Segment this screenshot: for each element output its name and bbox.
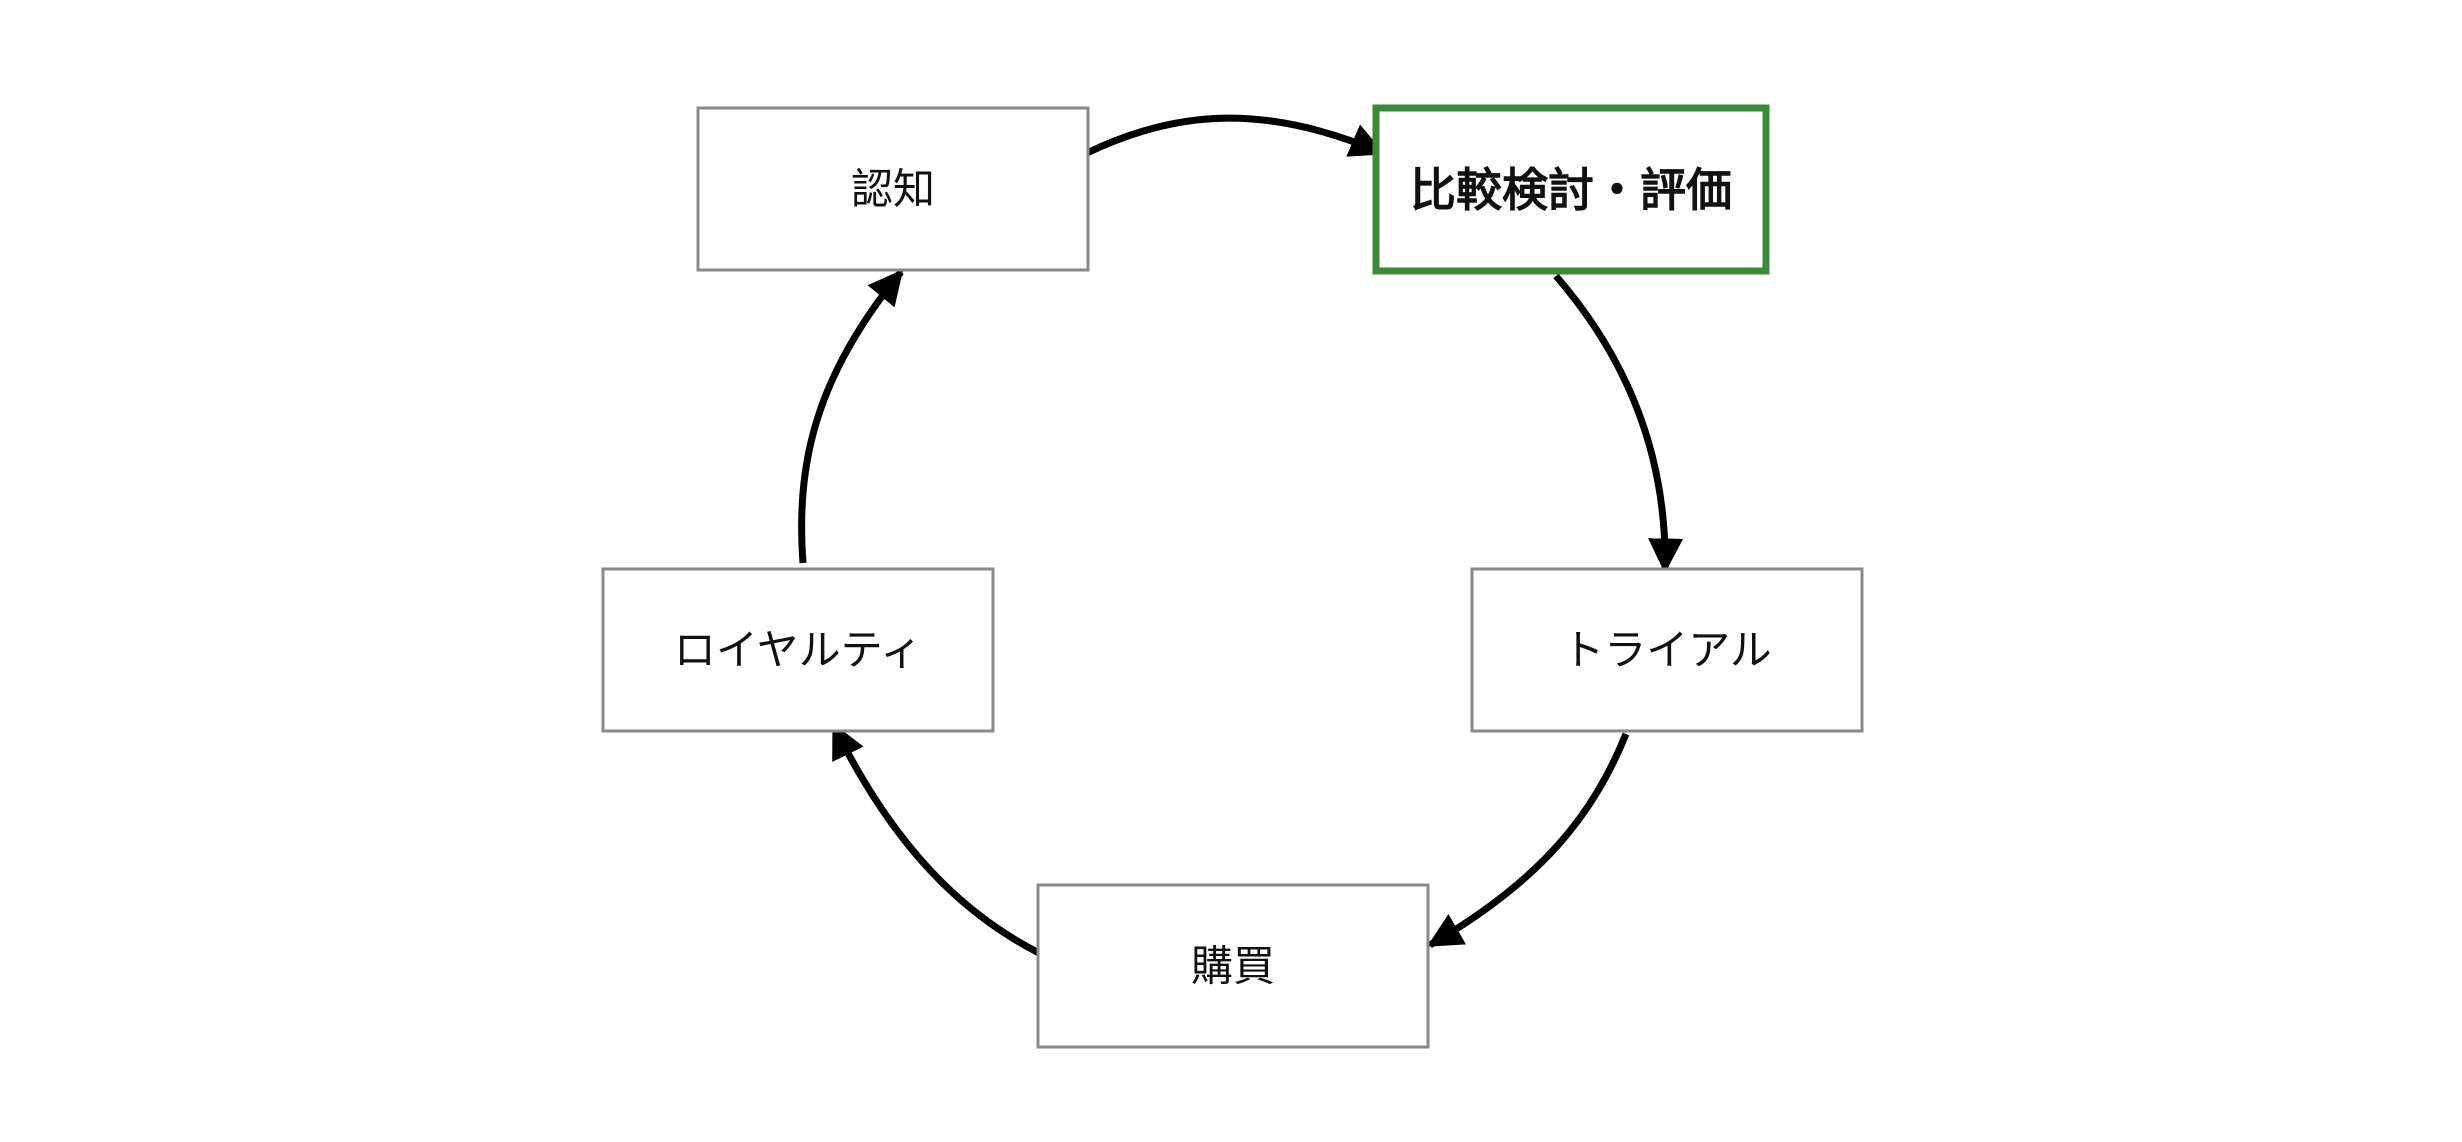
node-label-awareness: 認知 bbox=[851, 165, 935, 214]
node-label-trial: トライアル bbox=[1562, 626, 1772, 675]
node-label-evaluation: 比較検討・評価 bbox=[1410, 163, 1732, 217]
edge-evaluation-to-trial bbox=[1553, 273, 1684, 574]
node-purchase: 購買 bbox=[1036, 883, 1430, 1049]
node-box-evaluation bbox=[1372, 104, 1770, 275]
node-label-purchase: 購買 bbox=[1191, 942, 1275, 991]
edge-loyalty-to-awareness bbox=[798, 269, 904, 564]
node-loyalty: ロイヤルティ bbox=[601, 567, 995, 733]
node-box-loyalty bbox=[601, 567, 995, 733]
node-label-loyalty: ロイヤルティ bbox=[674, 626, 922, 675]
node-box-trial bbox=[1470, 567, 1864, 733]
node-trial: トライアル bbox=[1470, 567, 1864, 733]
node-awareness: 認知 bbox=[696, 106, 1090, 272]
node-evaluation: 比較検討・評価 bbox=[1372, 104, 1770, 275]
edge-awareness-to-evaluation bbox=[1085, 114, 1386, 157]
node-box-purchase bbox=[1036, 883, 1430, 1049]
node-box-awareness bbox=[696, 106, 1090, 272]
edges bbox=[798, 114, 1684, 957]
edge-purchase-to-loyalty bbox=[830, 722, 1041, 957]
edge-trial-to-purchase bbox=[1426, 732, 1630, 949]
